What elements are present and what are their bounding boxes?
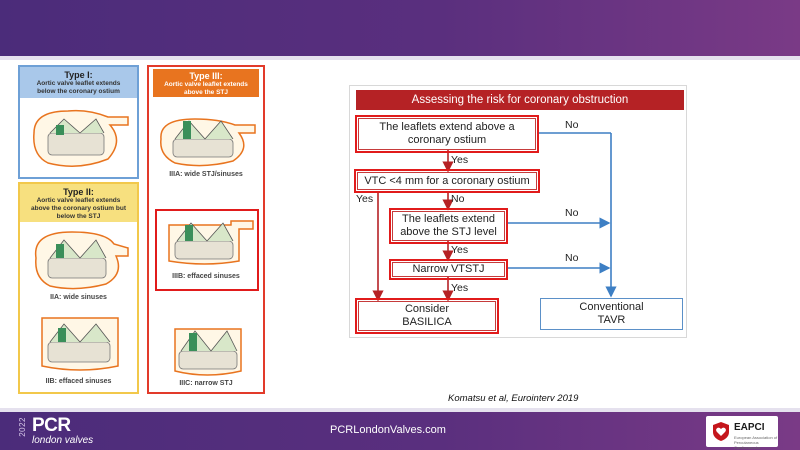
edge-label-yes: Yes xyxy=(451,282,469,294)
footer-bar xyxy=(0,412,800,450)
logo-sub: london valves xyxy=(32,435,94,446)
type1-description: Aortic valve leaflet extends below the c… xyxy=(36,80,121,96)
type2-description: Aortic valve leaflet extends above the c… xyxy=(31,197,126,221)
valve-illustration xyxy=(160,118,256,167)
pcr-london-valves-logo[interactable]: 2022 PCR london valves xyxy=(18,415,128,448)
edge-label-yes: Yes xyxy=(356,193,374,205)
flowchart-title: Assessing the risk for coronary obstruct… xyxy=(356,90,684,110)
footer-url-link[interactable]: PCRLondonValves.com xyxy=(330,424,446,436)
type2-title: Type II: xyxy=(63,187,94,197)
edge-label-no: No xyxy=(565,119,579,131)
node-leaflets-above-stj: The leaflets extend above the STJ level xyxy=(392,211,505,241)
node-basilica-highlight xyxy=(355,298,499,334)
node-narrow-vtstj: Narrow VTSTJ xyxy=(392,262,505,277)
type1-header xyxy=(20,67,137,98)
node-leaflets-above-stj-highlight xyxy=(389,208,508,244)
logo-year: 2022 xyxy=(18,417,27,437)
type1-title: Type I: xyxy=(64,70,93,80)
node-vtc-highlight xyxy=(354,169,540,193)
subtype-label-IIIC: IIIC: narrow STJ xyxy=(179,380,233,387)
eapci-logo[interactable]: EAPCI European Association of Percutaneo… xyxy=(706,416,778,450)
subtype-label-IIA: IIA: wide sinuses xyxy=(50,294,107,301)
type3-box: Type III: Aortic valve leaflet extends a… xyxy=(147,65,265,394)
edge-label-yes: Yes xyxy=(451,154,469,166)
node-vtc: VTC <4 mm for a coronary ostium xyxy=(357,172,537,190)
logo-main: PCR xyxy=(32,415,71,436)
type1-box: Type I: Aortic valve leaflet extends bel… xyxy=(18,65,139,179)
edge-label-no: No xyxy=(451,193,465,205)
type2-box: Type II: Aortic valve leaflet extends ab… xyxy=(18,182,139,394)
subtype-label-IIIB: IIIB: effaced sinuses xyxy=(172,273,240,280)
node-leaflets-above-ostium: The leaflets extend above a coronary ost… xyxy=(358,118,536,150)
heart-shield-icon xyxy=(713,422,729,441)
citation: Komatsu et al, Eurointerv 2019 xyxy=(448,393,579,404)
edge-label-no: No xyxy=(565,207,579,219)
node-tavr: Conventional TAVR xyxy=(540,298,683,330)
header-stripe xyxy=(0,56,800,60)
valve-illustration xyxy=(168,220,254,265)
anatomy-figure: Type I: Aortic valve leaflet extends bel… xyxy=(16,62,268,396)
type2-header xyxy=(20,184,137,222)
eapci-subtitle: European Association of Percutaneous Car… xyxy=(734,435,778,450)
subtype-label-IIB: IIB: effaced sinuses xyxy=(45,378,112,385)
subtype-label-IIIA: IIIA: wide STJ/sinuses xyxy=(169,171,243,178)
eapci-text: EAPCI xyxy=(734,422,765,433)
node-narrow-vtstj-highlight xyxy=(389,259,508,280)
type3-title: Type III: xyxy=(189,71,223,81)
valve-illustration xyxy=(41,317,119,371)
footer-stripe xyxy=(0,408,800,412)
edge-label-yes: Yes xyxy=(451,244,469,256)
edge-label-no: No xyxy=(565,252,579,264)
node-leaflets-above-ostium-highlight xyxy=(355,115,539,153)
type3-description: Aortic valve leaflet extends above the S… xyxy=(164,81,248,97)
node-basilica: Consider BASILICA xyxy=(358,301,496,331)
subtype-IIIB-highlight xyxy=(155,209,259,291)
valve-illustration xyxy=(33,109,129,167)
type3-header xyxy=(153,69,259,97)
header-bar xyxy=(0,0,800,56)
valve-illustration xyxy=(34,231,129,290)
valve-illustration xyxy=(174,328,242,376)
